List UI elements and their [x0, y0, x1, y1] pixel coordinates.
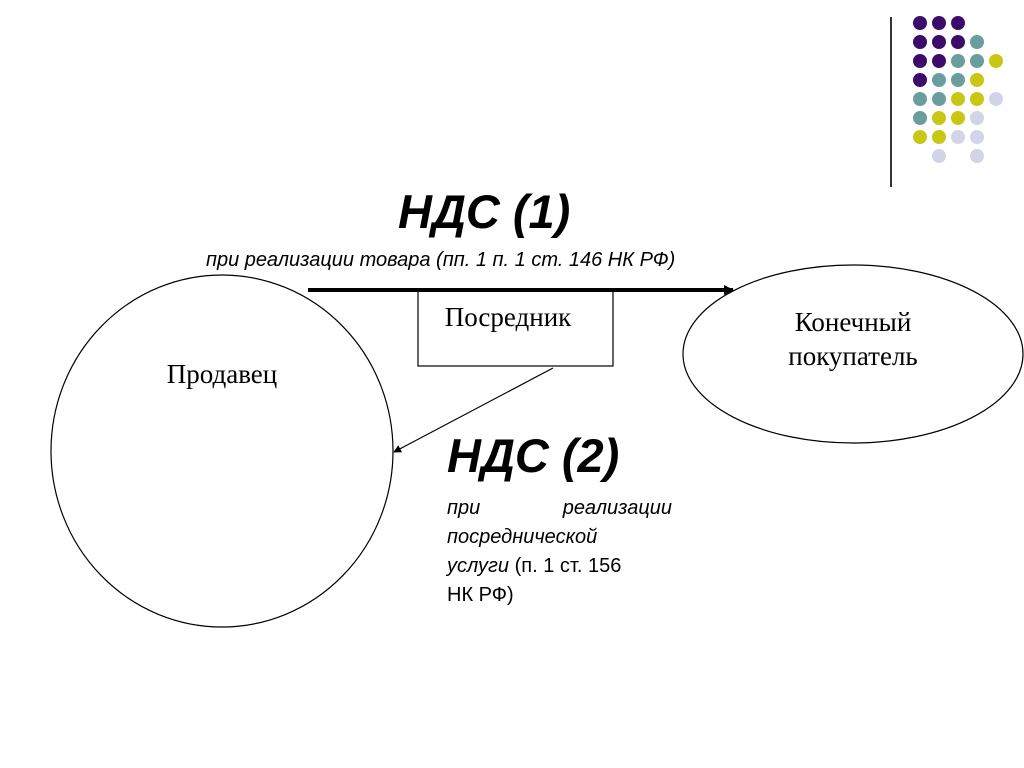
decor-dot: [913, 54, 927, 68]
vat1-title: НДС (1): [398, 185, 571, 238]
decor-dot: [932, 130, 946, 144]
decor-dot-grid: [913, 16, 1003, 163]
vat2-line4: НК РФ): [447, 584, 514, 606]
decor-dot: [951, 111, 965, 125]
decor-dot: [932, 111, 946, 125]
decor-dot: [932, 35, 946, 49]
decor-dot: [970, 92, 984, 106]
buyer-label: Конечный покупатель: [753, 305, 953, 373]
decor-dot: [951, 73, 965, 87]
decor-dot: [932, 149, 946, 163]
decor-dot: [951, 35, 965, 49]
seller-circle: [50, 274, 394, 628]
intermediary-label: Посредник: [444, 302, 572, 332]
decor-dot: [913, 130, 927, 144]
seller-label: Продавец: [166, 359, 278, 389]
vat2-title: НДС (2): [447, 429, 620, 482]
decor-dot: [932, 73, 946, 87]
decor-dot: [913, 35, 927, 49]
buyer-label-line2: покупатель: [788, 341, 918, 371]
decor-dot: [913, 111, 927, 125]
service-arrow: [393, 367, 554, 453]
vat1-caption: при реализации товара (пп. 1 п. 1 ст. 14…: [206, 249, 676, 271]
decor-dot: [970, 54, 984, 68]
vat2-line1b: реализации: [562, 497, 672, 519]
decor-dot: [951, 16, 965, 30]
decor-dot: [970, 35, 984, 49]
decor-dot: [970, 111, 984, 125]
vat2-caption: при реализации посреднической услуги (п. …: [447, 494, 672, 610]
decor-dot: [951, 130, 965, 144]
decor-dot: [989, 92, 1003, 106]
intermediary-box: [417, 289, 614, 367]
decor-dot: [932, 16, 946, 30]
vat2-line2: посреднической: [447, 526, 598, 548]
decor-dot: [951, 92, 965, 106]
vat2-line3-italic: услуги: [447, 555, 510, 577]
decor-dot: [989, 54, 1003, 68]
vat2-line3-rest: (п. 1 ст. 156: [509, 555, 622, 577]
decor-dot: [970, 73, 984, 87]
buyer-label-line1: Конечный: [794, 307, 912, 337]
decor-dot: [932, 92, 946, 106]
decor-dot: [913, 16, 927, 30]
decor-dot: [970, 130, 984, 144]
decor-dot: [932, 54, 946, 68]
vat2-line1a: при: [447, 497, 481, 519]
buyer-ellipse: [682, 264, 1024, 444]
decor-dot: [913, 73, 927, 87]
decor-dot: [951, 54, 965, 68]
decor-dot: [913, 92, 927, 106]
decor-dot: [970, 149, 984, 163]
